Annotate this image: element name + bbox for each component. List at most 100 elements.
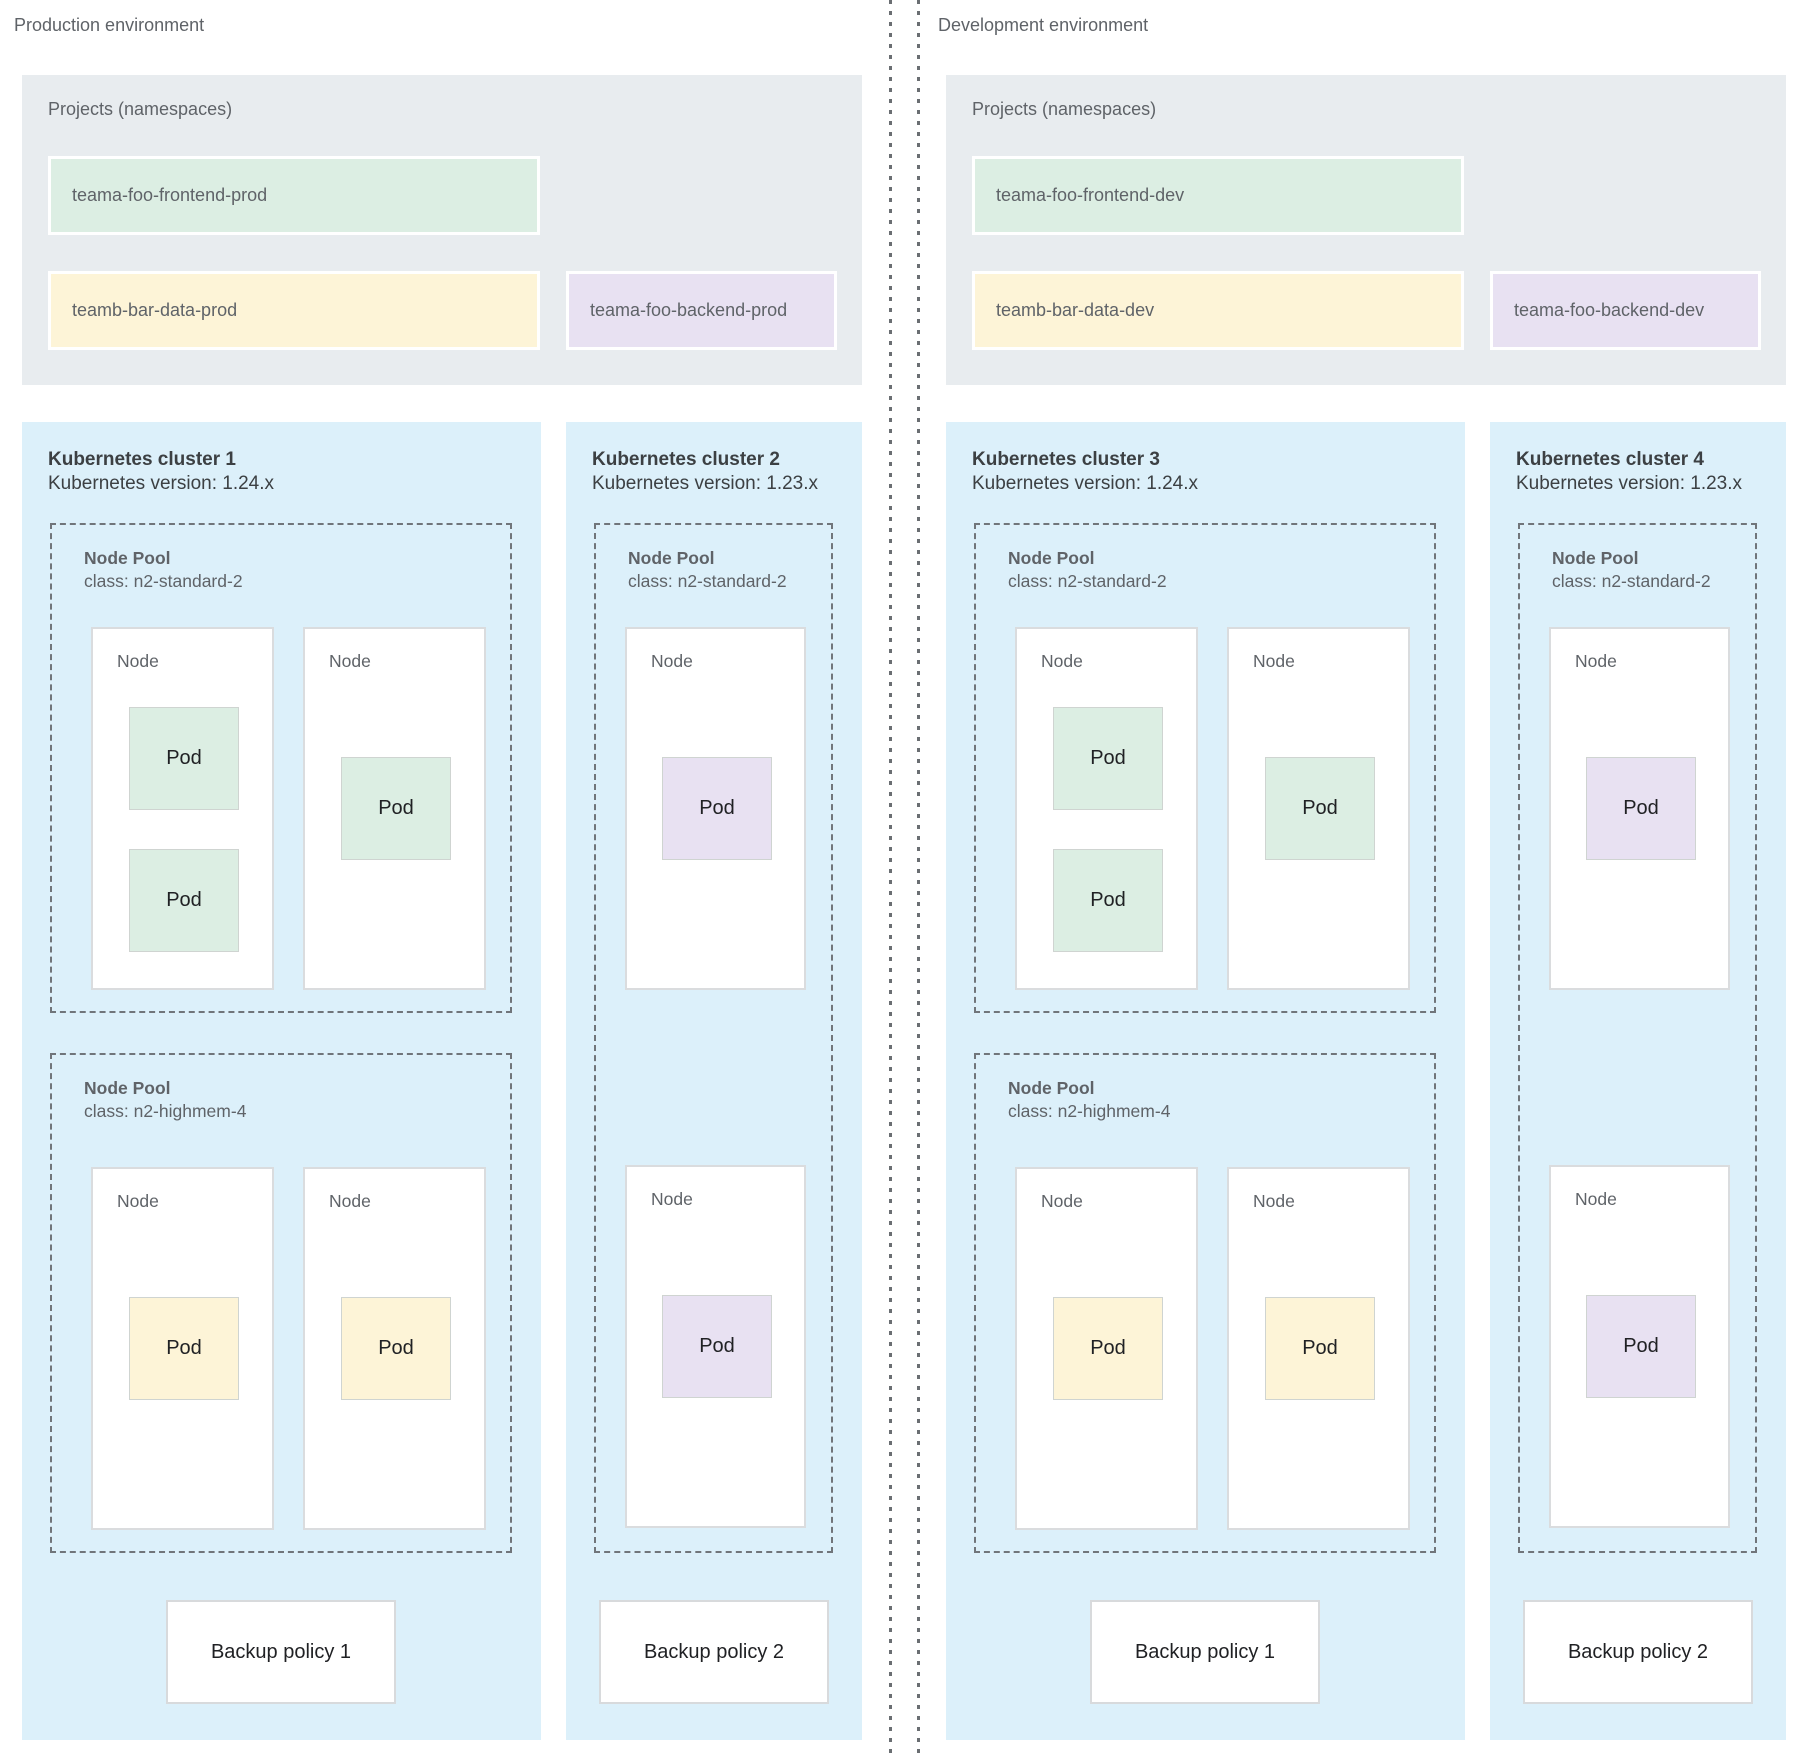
- project-namespace-label: teama-foo-backend-dev: [1514, 300, 1705, 320]
- cluster-panel: Kubernetes cluster 4 Kubernetes version:…: [1490, 422, 1786, 1740]
- node: Node Pod: [1227, 627, 1410, 990]
- node-pool: Node Pool class: n2-standard-2 Node Pod …: [594, 523, 833, 1553]
- cluster-title: Kubernetes cluster 2: [592, 449, 780, 470]
- pod: Pod: [129, 849, 239, 952]
- node: Node Pod: [303, 1167, 486, 1530]
- pod: Pod: [341, 757, 451, 860]
- node-pool-title: Node Pool: [1008, 1078, 1095, 1098]
- pod-label: Pod: [378, 797, 414, 819]
- node: Node Pod: [625, 627, 806, 990]
- environment-divider: [889, 0, 892, 1760]
- node-pool-title: Node Pool: [84, 1078, 171, 1098]
- cluster-version: Kubernetes version: 1.24.x: [48, 473, 275, 494]
- pod: Pod: [662, 757, 772, 860]
- node-label: Node: [651, 1189, 693, 1209]
- cluster-title: Kubernetes cluster 3: [972, 449, 1160, 470]
- projects-title: Projects (namespaces): [972, 99, 1157, 119]
- node-label: Node: [329, 651, 371, 671]
- node-pool-class: class: n2-highmem-4: [84, 1101, 247, 1121]
- node: Node Pod: [625, 1165, 806, 1528]
- pod: Pod: [1053, 849, 1163, 952]
- pod-label: Pod: [1623, 797, 1659, 819]
- project-namespace-box: teama-foo-backend-dev: [1490, 271, 1761, 350]
- node-pool: Node Pool class: n2-highmem-4 Node Pod N…: [50, 1053, 512, 1553]
- node-label: Node: [1575, 1189, 1617, 1209]
- project-namespace-box: teama-foo-frontend-prod: [48, 156, 540, 235]
- pod-label: Pod: [1302, 797, 1338, 819]
- node: Node Pod Pod: [1015, 627, 1198, 990]
- pod-label: Pod: [699, 1335, 735, 1357]
- cluster-panel: Kubernetes cluster 2 Kubernetes version:…: [566, 422, 862, 1740]
- node-label: Node: [1253, 1191, 1295, 1211]
- cluster-version: Kubernetes version: 1.23.x: [592, 473, 819, 494]
- backup-policy-box: Backup policy 1: [1090, 1600, 1320, 1704]
- project-namespace-label: teama-foo-frontend-prod: [72, 185, 268, 205]
- node-pool: Node Pool class: n2-standard-2 Node Pod …: [974, 523, 1436, 1013]
- pod-label: Pod: [1090, 747, 1126, 769]
- pod: Pod: [1053, 1297, 1163, 1400]
- backup-policy-box: Backup policy 1: [166, 1600, 396, 1704]
- cluster-panel: Kubernetes cluster 3 Kubernetes version:…: [946, 422, 1465, 1740]
- pod-label: Pod: [1302, 1337, 1338, 1359]
- node: Node Pod: [1015, 1167, 1198, 1530]
- production-environment-section: Production environment Projects (namespa…: [14, 0, 862, 1760]
- node-pool-class: class: n2-standard-2: [1552, 571, 1711, 591]
- projects-title: Projects (namespaces): [48, 99, 233, 119]
- cluster-version: Kubernetes version: 1.24.x: [972, 473, 1199, 494]
- node: Node Pod: [1549, 1165, 1730, 1528]
- node-pool: Node Pool class: n2-standard-2 Node Pod …: [1518, 523, 1757, 1553]
- node-pool-class: class: n2-standard-2: [1008, 571, 1167, 591]
- pod-label: Pod: [166, 747, 202, 769]
- pod: Pod: [1586, 1295, 1696, 1398]
- pod-label: Pod: [1090, 1337, 1126, 1359]
- node-label: Node: [1041, 1191, 1083, 1211]
- node-pool-title: Node Pool: [1552, 548, 1639, 568]
- pod: Pod: [1265, 757, 1375, 860]
- node-label: Node: [651, 651, 693, 671]
- environment-label: Production environment: [14, 15, 205, 35]
- pod: Pod: [341, 1297, 451, 1400]
- cluster-panel: Kubernetes cluster 1 Kubernetes version:…: [22, 422, 541, 1740]
- pod-label: Pod: [166, 889, 202, 911]
- node-pool: Node Pool class: n2-highmem-4 Node Pod N…: [974, 1053, 1436, 1553]
- node-pool-class: class: n2-standard-2: [628, 571, 787, 591]
- projects-panel: Projects (namespaces) teama-foo-frontend…: [22, 75, 862, 385]
- node-pool-class: class: n2-highmem-4: [1008, 1101, 1171, 1121]
- project-namespace-label: teama-foo-frontend-dev: [996, 185, 1185, 205]
- node: Node Pod: [1549, 627, 1730, 990]
- project-namespace-box: teama-foo-backend-prod: [566, 271, 837, 350]
- project-namespace-label: teamb-bar-data-dev: [996, 300, 1155, 320]
- node: Node Pod: [91, 1167, 274, 1530]
- project-namespace-label: teamb-bar-data-prod: [72, 300, 238, 320]
- node-label: Node: [117, 651, 159, 671]
- pod: Pod: [129, 707, 239, 810]
- node-label: Node: [1041, 651, 1083, 671]
- pod: Pod: [662, 1295, 772, 1398]
- environment-label: Development environment: [938, 15, 1149, 35]
- node-label: Node: [117, 1191, 159, 1211]
- node-pool-class: class: n2-standard-2: [84, 571, 243, 591]
- project-namespace-label: teama-foo-backend-prod: [590, 300, 788, 320]
- pod: Pod: [1265, 1297, 1375, 1400]
- node: Node Pod Pod: [91, 627, 274, 990]
- projects-panel: Projects (namespaces) teama-foo-frontend…: [946, 75, 1786, 385]
- node: Node Pod: [303, 627, 486, 990]
- cluster-title: Kubernetes cluster 4: [1516, 449, 1704, 470]
- node-label: Node: [1253, 651, 1295, 671]
- node-pool-title: Node Pool: [1008, 548, 1095, 568]
- node-pool-title: Node Pool: [628, 548, 715, 568]
- pod: Pod: [129, 1297, 239, 1400]
- project-namespace-box: teamb-bar-data-dev: [972, 271, 1464, 350]
- pod-label: Pod: [378, 1337, 414, 1359]
- pod-label: Pod: [1623, 1335, 1659, 1357]
- pod: Pod: [1586, 757, 1696, 860]
- development-environment-section: Development environment Projects (namesp…: [938, 0, 1786, 1760]
- environment-divider: [917, 0, 920, 1760]
- pod-label: Pod: [699, 797, 735, 819]
- project-namespace-box: teama-foo-frontend-dev: [972, 156, 1464, 235]
- pod-label: Pod: [1090, 889, 1126, 911]
- pod: Pod: [1053, 707, 1163, 810]
- node-pool-title: Node Pool: [84, 548, 171, 568]
- node-pool: Node Pool class: n2-standard-2 Node Pod …: [50, 523, 512, 1013]
